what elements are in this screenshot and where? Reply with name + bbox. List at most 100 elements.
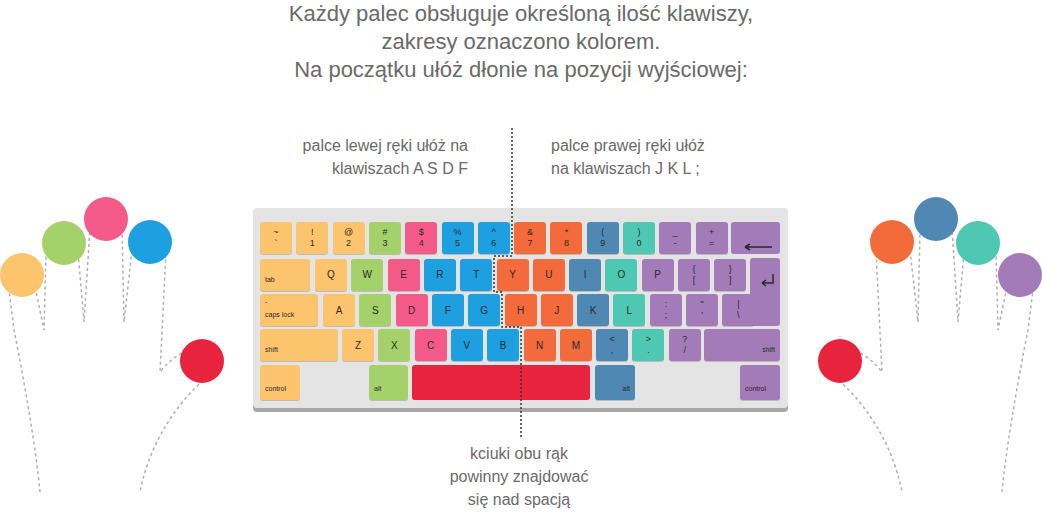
key-label: ?: [682, 334, 687, 345]
keyboard-key: <,: [596, 329, 628, 361]
key-label: >: [646, 334, 651, 345]
keyboard-key: :;: [650, 294, 682, 326]
key-label: U: [545, 269, 552, 280]
keyboard-key: C: [415, 329, 447, 361]
key-label: ,: [611, 345, 614, 356]
keyboard-body: [253, 208, 788, 408]
keyboard-key: P: [642, 259, 674, 291]
keyboard-key: (9: [587, 222, 619, 254]
backspace-arrow: [745, 244, 772, 250]
hand-outline: [831, 217, 1034, 492]
keyboard-key: +=: [696, 222, 728, 254]
key-label: shift: [265, 345, 278, 354]
keyboard-key: >.: [632, 329, 664, 361]
keyboard-key: tab: [260, 259, 310, 291]
key-label: !: [311, 227, 314, 238]
key-label: alt: [623, 384, 630, 393]
keyboard-key: N: [524, 329, 556, 361]
keyboard-key: I: [569, 259, 601, 291]
key-label: E: [400, 269, 407, 280]
key-label: ;: [664, 310, 667, 321]
key-label: 5: [455, 238, 460, 249]
title-heading: Każdy palec obsługuje określoną ilość kl…: [256, 0, 786, 56]
key-label: &: [527, 227, 533, 238]
keyboard-key: G: [468, 294, 500, 326]
keyboard-key: control: [260, 365, 300, 400]
keyboard-key: K: [577, 294, 609, 326]
keyboard-key: |\: [722, 294, 754, 326]
key-label: K: [590, 305, 597, 316]
index-finger: [870, 220, 914, 264]
pinky-finger: [998, 253, 1042, 297]
keyboard-key: #3: [369, 222, 401, 254]
pinky-finger: [0, 253, 44, 297]
keyboard-key: $4: [405, 222, 437, 254]
keyboard-key: control: [740, 365, 780, 400]
key-label: S: [372, 305, 379, 316]
key-label: C: [427, 340, 434, 351]
keyboard-key: F: [432, 294, 464, 326]
keyboard-key: @2: [333, 222, 365, 254]
backspace-key: [731, 222, 780, 254]
keyboard-key: }]: [714, 259, 746, 291]
key-label: (: [601, 227, 604, 238]
keyboard-key: H: [505, 294, 537, 326]
keyboard-key: ^6: [478, 222, 510, 254]
key-label: Z: [355, 340, 361, 351]
key-label: ^: [492, 227, 496, 238]
index-finger: [128, 220, 172, 264]
keyboard-key: Y: [497, 259, 529, 291]
key-label: J: [554, 305, 559, 316]
keyboard-key: {[: [678, 259, 710, 291]
key-label: 2: [346, 238, 351, 249]
key-label: D: [408, 305, 415, 316]
ring-finger: [956, 221, 1000, 265]
keyboard-key: U: [533, 259, 565, 291]
key-label: 6: [491, 238, 496, 249]
key-label: I: [584, 269, 587, 280]
keyboard-key: Z: [342, 329, 374, 361]
keyboard-key: -caps lock: [260, 294, 318, 326]
key-label: \: [737, 310, 740, 321]
key-label: `: [275, 238, 278, 249]
key-label: 4: [419, 238, 424, 249]
key-label: T: [473, 269, 479, 280]
key-label: L: [627, 305, 633, 316]
key-label: .: [647, 345, 650, 356]
key-label: *: [565, 227, 569, 238]
keyboard-key: alt: [595, 365, 635, 400]
key-label: ": [700, 299, 703, 310]
keyboard-key: shift: [704, 329, 780, 361]
key-label: control: [265, 384, 286, 393]
keyboard-key: %5: [442, 222, 474, 254]
key-label: alt: [374, 384, 381, 393]
instruction-note: palce lewej ręki ułóż na klawiszach A S …: [268, 134, 468, 180]
ring-finger: [42, 221, 86, 265]
instruction-note: palce prawej ręki ułóż na klawiszach J K…: [551, 134, 716, 180]
keyboard-key: W: [351, 259, 383, 291]
keyboard-key: "': [686, 294, 718, 326]
right-hand: [818, 197, 1042, 492]
keyboard-key: L: [613, 294, 645, 326]
key-label: =: [709, 238, 714, 249]
hand-outline: [8, 217, 211, 492]
keyboard-key: )0: [623, 222, 655, 254]
key-label: [: [693, 275, 696, 286]
keyboard-key: J: [541, 294, 573, 326]
key-label: #: [382, 227, 387, 238]
key-label: 3: [382, 238, 387, 249]
key-label: ': [701, 310, 703, 321]
key-label: H: [517, 305, 524, 316]
keyboard-key: ?/: [669, 329, 701, 361]
key-label: /: [683, 345, 686, 356]
keyboard-key: O: [605, 259, 637, 291]
key-label: O: [618, 269, 626, 280]
key-label: N: [536, 340, 543, 351]
keyboard-key: B: [487, 329, 519, 361]
key-label: X: [391, 340, 398, 351]
middle-finger: [914, 197, 958, 241]
thumb: [180, 339, 224, 383]
key-label: A: [336, 305, 343, 316]
keyboard-key: S: [359, 294, 391, 326]
